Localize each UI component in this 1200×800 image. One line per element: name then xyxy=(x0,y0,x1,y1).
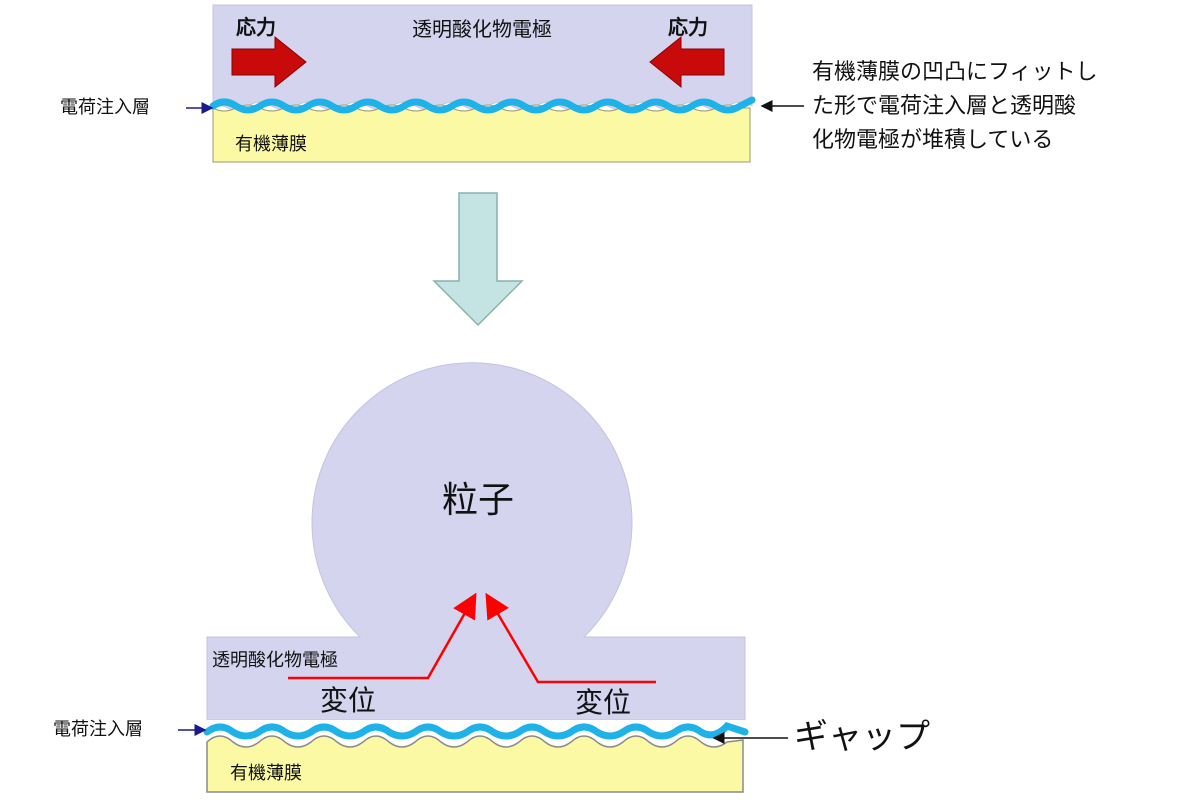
top-annotation-line-3: 化物電極が堆積している xyxy=(812,128,1053,153)
displacement-label-left: 変位 xyxy=(320,684,376,717)
displacement-arrow-right xyxy=(485,592,656,684)
particle-label: 粒子 xyxy=(442,480,514,521)
stress-arrow-left xyxy=(231,35,307,89)
bottom-electrode-with-particle xyxy=(206,362,746,721)
top-annotation-line-1: 有機薄膜の凹凸にフィットし xyxy=(812,60,1098,85)
stress-label-right: 応力 xyxy=(668,15,708,39)
top-injection-label: 電荷注入層 xyxy=(60,97,150,118)
bottom-electrode-label: 透明酸化物電極 xyxy=(212,650,338,671)
bottom-organic-film-label: 有機薄膜 xyxy=(230,763,302,784)
top-organic-film-label: 有機薄膜 xyxy=(235,134,307,155)
gap-label: ギャップ xyxy=(794,717,930,757)
bottom-injection-label: 電荷注入層 xyxy=(53,719,143,740)
top-structure xyxy=(209,4,756,163)
process-down-arrow xyxy=(432,192,524,327)
displacement-arrow-left xyxy=(288,592,477,680)
top-annotation-line-2: た形で電荷注入層と透明酸 xyxy=(812,94,1076,119)
bottom-organic-film-layer xyxy=(206,735,744,793)
top-electrode-label: 透明酸化物電極 xyxy=(412,17,552,41)
displacement-label-right: 変位 xyxy=(575,686,631,719)
stress-label-left: 応力 xyxy=(236,15,276,39)
top-injection-layer xyxy=(209,96,756,114)
stress-arrow-right xyxy=(649,35,725,89)
bottom-injection-layer xyxy=(203,721,749,740)
